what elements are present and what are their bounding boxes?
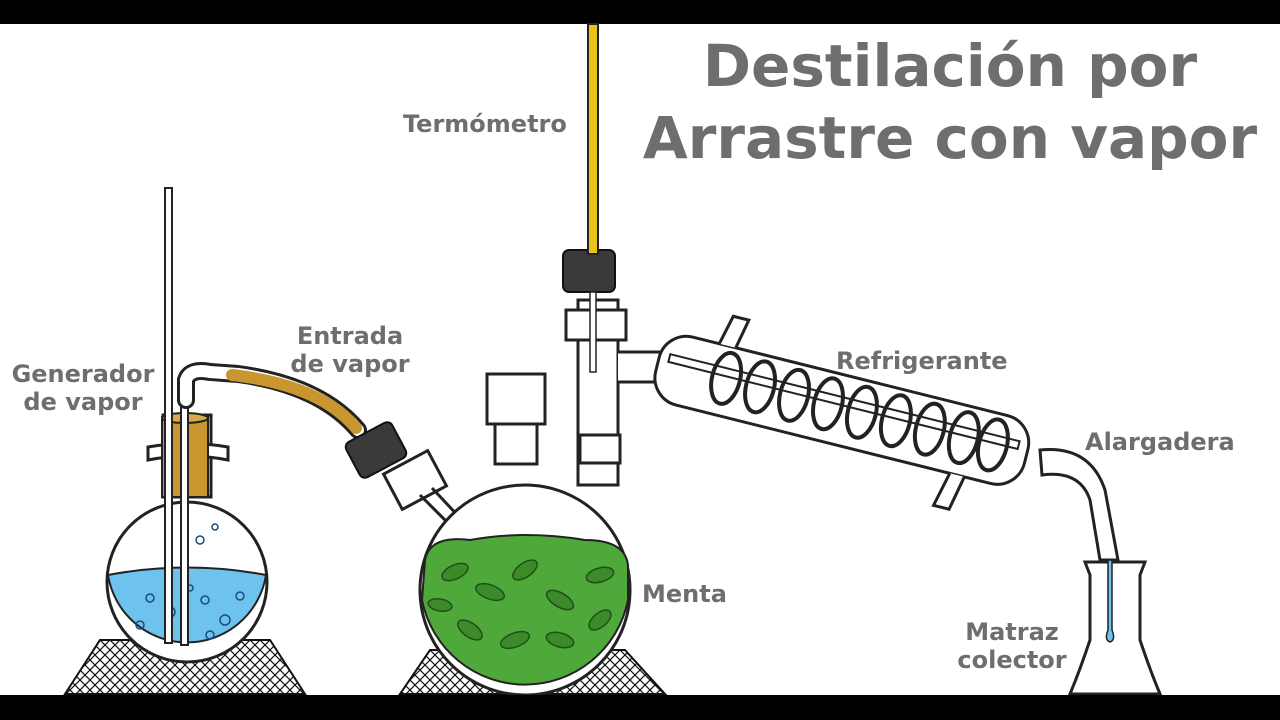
label-steam-inlet-line-1: Entrada <box>296 322 404 350</box>
title-line-1: Destilación por <box>702 32 1198 100</box>
label-steam-inlet-line-2: de vapor <box>290 350 410 378</box>
collecting-flask <box>1067 559 1163 696</box>
title-line-2: Arrastre con vapor <box>642 104 1258 172</box>
steam-inlet-connector <box>344 421 494 562</box>
label-collecting-flask-line-1: Matraz <box>965 618 1059 646</box>
label-collecting-flask: Matraz colector <box>953 618 1071 674</box>
label-condenser: Refrigerante <box>836 347 1008 375</box>
thermometer <box>587 23 599 373</box>
letterbox-bottom <box>0 695 1280 720</box>
label-steam-generator-line-1: Generador <box>11 360 155 388</box>
still-head <box>562 249 628 487</box>
label-steam-generator-line-2: de vapor <box>23 388 143 416</box>
label-adapter: Alargadera <box>1085 428 1235 456</box>
condenser <box>653 314 1031 511</box>
label-steam-inlet: Entrada de vapor <box>285 322 415 378</box>
label-collecting-flask-line-2: colector <box>957 646 1067 674</box>
steam-generator-flask <box>105 187 269 664</box>
label-thermometer: Termómetro <box>403 110 567 138</box>
diagram-title: Destilación por Arrastre con vapor <box>600 30 1280 174</box>
adapter <box>1038 448 1120 562</box>
letterbox-top <box>0 0 1280 24</box>
label-mint: Menta <box>642 580 727 608</box>
label-steam-generator: Generador de vapor <box>6 360 160 416</box>
distillation-flask <box>418 372 632 697</box>
